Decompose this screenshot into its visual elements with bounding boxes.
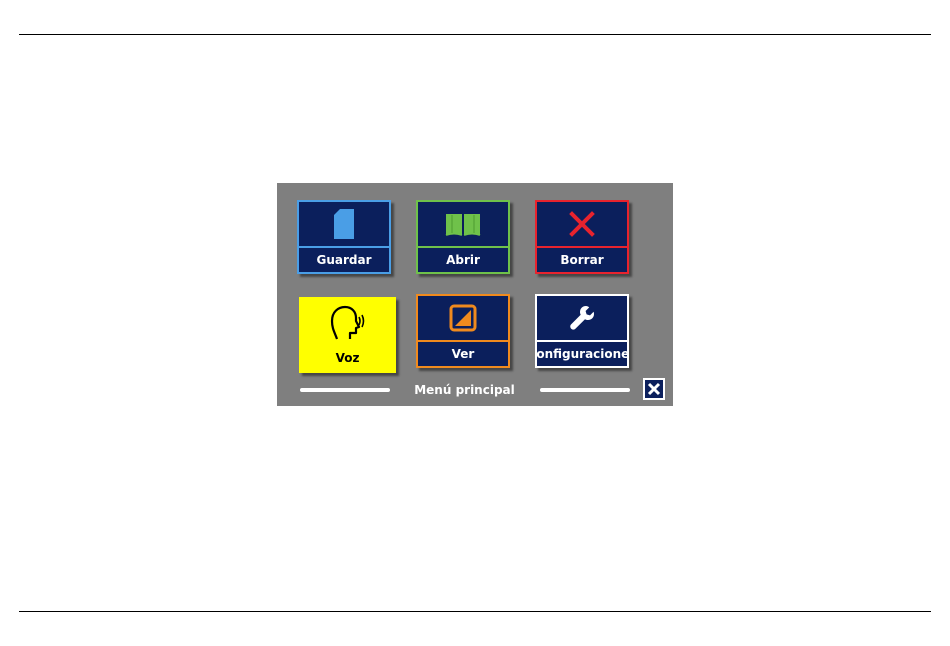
main-menu-panel: Guardar Abrir Borrar	[277, 183, 673, 406]
open-button[interactable]: Abrir	[416, 200, 510, 274]
settings-button[interactable]: Configuraciones	[535, 294, 629, 368]
menu-title: Menú principal	[392, 383, 537, 397]
settings-label: Configuraciones	[537, 340, 627, 366]
voice-label: Voz	[301, 345, 394, 371]
footer-line-right	[540, 388, 630, 392]
save-button[interactable]: Guardar	[297, 200, 391, 274]
close-icon	[647, 382, 661, 396]
open-label: Abrir	[418, 246, 508, 272]
wrench-icon	[568, 304, 596, 332]
footer-line-left	[300, 388, 390, 392]
voice-button[interactable]: Voz	[299, 297, 396, 373]
view-button[interactable]: Ver	[416, 294, 510, 368]
save-label: Guardar	[299, 246, 389, 272]
x-mark-icon	[569, 211, 595, 237]
delete-button[interactable]: Borrar	[535, 200, 629, 274]
bottom-divider	[19, 611, 931, 612]
contrast-icon	[449, 304, 477, 332]
delete-label: Borrar	[537, 246, 627, 272]
close-button[interactable]	[643, 378, 665, 400]
speaking-head-icon	[329, 305, 367, 341]
top-divider	[19, 34, 931, 35]
view-label: Ver	[418, 340, 508, 366]
document-icon	[334, 209, 354, 239]
open-book-icon	[445, 211, 481, 237]
